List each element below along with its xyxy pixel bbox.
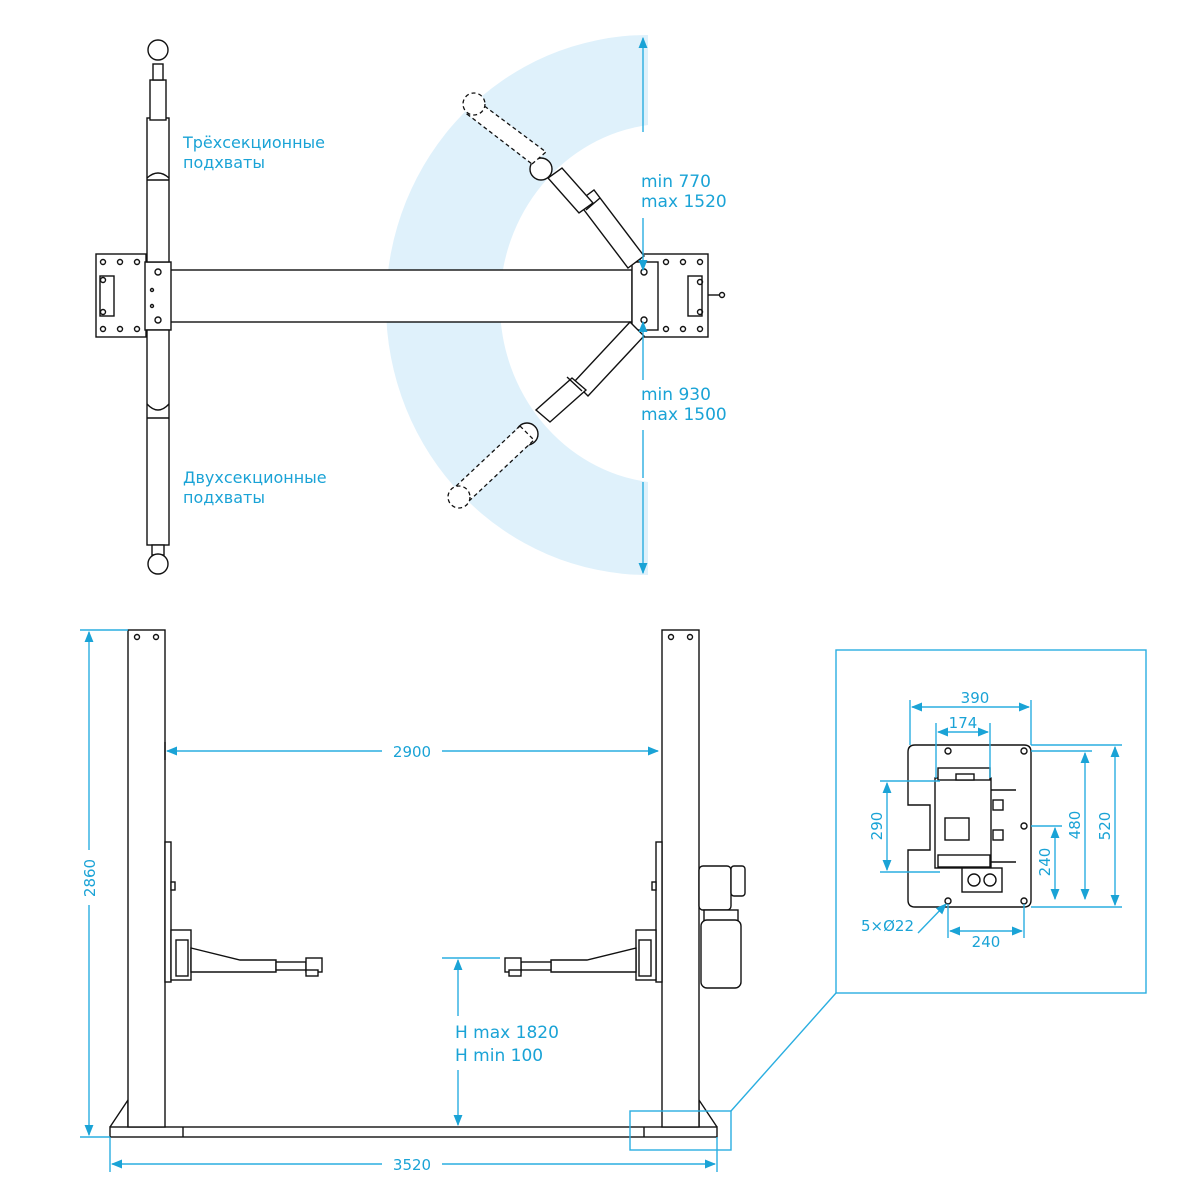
dim-390: 390: [961, 689, 990, 707]
front-arm-min: min 770: [641, 172, 711, 192]
left-column: [127, 629, 166, 1128]
three-section-label-1: Трёхсекционные: [182, 133, 325, 152]
arm-pad-icon: [147, 553, 169, 575]
right-carriage: [504, 841, 663, 983]
front-arm-max: max 1520: [641, 192, 727, 212]
base-plate-detail: 390 174 290 240 480 520 240 5×Ø22: [835, 649, 1147, 994]
detail-callout-box: [629, 1110, 732, 1151]
dim-290: 290: [868, 812, 886, 841]
right-rear-arm: [447, 320, 645, 509]
detail-frame: [835, 649, 1147, 994]
right-column-head: [631, 261, 659, 331]
arm-pad-icon: [529, 157, 553, 181]
dim-480: 480: [1066, 811, 1084, 840]
rear-arm-min: min 930: [641, 385, 711, 405]
lift-height-min: H min 100: [455, 1046, 543, 1066]
two-section-label-2: подхваты: [183, 488, 265, 507]
two-section-arm: [146, 329, 170, 575]
left-column-head: [144, 261, 172, 331]
overall-height-label: 2860: [81, 859, 99, 897]
two-section-label-1: Двухсекционные: [183, 468, 327, 487]
front-view: 2900 2860 3520 H max 1820 H min 100: [80, 629, 837, 1174]
left-carriage: [164, 841, 323, 983]
floor-base: [109, 1126, 718, 1138]
dim-520: 520: [1096, 812, 1114, 841]
left-base-plate: [95, 253, 147, 338]
overall-width-label: 3520: [393, 1156, 431, 1174]
crossbeam: [169, 269, 633, 323]
lift-height-max: H max 1820: [455, 1023, 559, 1043]
dim-240-vertical: 240: [1036, 848, 1054, 877]
arm-pad-icon: [147, 39, 169, 61]
top-view: Трёхсекционные подхваты Двухсекционные п…: [95, 35, 727, 575]
three-section-label-2: подхваты: [183, 153, 265, 172]
right-column: [661, 629, 700, 1128]
dim-174: 174: [949, 714, 978, 732]
arm-swing-zone: [386, 35, 648, 575]
rear-arm-max: max 1500: [641, 405, 727, 425]
arm-pad-extended-icon: [462, 92, 486, 116]
power-unit: [698, 865, 746, 989]
holes-label: 5×Ø22: [861, 917, 914, 935]
right-front-arm: [462, 92, 645, 269]
dim-240-bottom: 240: [972, 933, 1001, 951]
arm-pad-extended-icon: [447, 485, 471, 509]
three-section-arm: [146, 39, 170, 263]
inner-width-label: 2900: [393, 743, 431, 761]
